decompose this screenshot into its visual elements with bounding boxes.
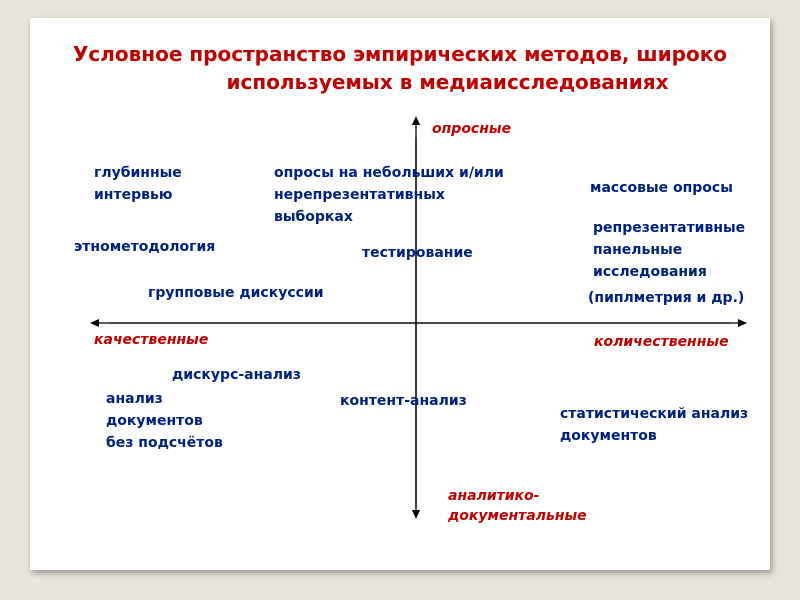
method-line: анализ bbox=[106, 391, 163, 407]
method-line: нерепрезентативных bbox=[274, 187, 445, 203]
method-line: документов bbox=[106, 413, 203, 429]
axis-label-left: качественные bbox=[94, 332, 209, 348]
slide: Условное пространство эмпирических метод… bbox=[30, 18, 770, 570]
method-discourse-analysis: дискурс-анализ bbox=[172, 367, 301, 383]
method-line: интервью bbox=[94, 187, 173, 203]
method-line: документов bbox=[560, 428, 657, 444]
title-line-1: Условное пространство эмпирических метод… bbox=[72, 42, 728, 66]
method-document-analysis: анализ документов без подсчётов bbox=[106, 388, 223, 454]
method-line: выборках bbox=[274, 209, 353, 225]
method-testing: тестирование bbox=[362, 245, 473, 261]
slide-title: Условное пространство эмпирических метод… bbox=[30, 40, 770, 96]
method-small-surveys: опросы на небольших и/или нерепрезентати… bbox=[274, 162, 504, 228]
axis-label-right: количественные bbox=[594, 334, 729, 350]
axis-label-bottom-line-2: документальные bbox=[448, 508, 587, 524]
method-line: опросы на небольших и/или bbox=[274, 165, 504, 181]
method-line: репрезентативные bbox=[593, 220, 746, 236]
axes bbox=[90, 116, 747, 519]
method-mass-surveys: массовые опросы bbox=[590, 180, 733, 196]
method-representative-panels: репрезентативные панельные исследования bbox=[593, 217, 745, 283]
method-content-analysis: контент-анализ bbox=[340, 393, 467, 409]
method-in-depth-interviews: глубинные интервью bbox=[94, 162, 182, 206]
method-line: исследования bbox=[593, 264, 707, 280]
method-focus-groups: групповые дискуссии bbox=[148, 285, 324, 301]
method-peoplemeter: (пиплметрия и др.) bbox=[588, 290, 745, 306]
method-line: статистический анализ bbox=[560, 406, 749, 422]
method-ethnomethodology: этнометодология bbox=[74, 239, 216, 255]
axis-label-bottom-line-1: аналитико- bbox=[448, 488, 540, 504]
axis-label-top: опросные bbox=[432, 121, 512, 137]
title-line-2: используемых в медиаисследованиях bbox=[226, 70, 669, 94]
method-line: панельные bbox=[593, 242, 683, 258]
method-line: без подсчётов bbox=[106, 435, 223, 451]
method-statistical-analysis: статистический анализ документов bbox=[560, 403, 748, 447]
axis-label-bottom: аналитико- документальные bbox=[448, 486, 587, 526]
method-line: глубинные bbox=[94, 165, 182, 181]
